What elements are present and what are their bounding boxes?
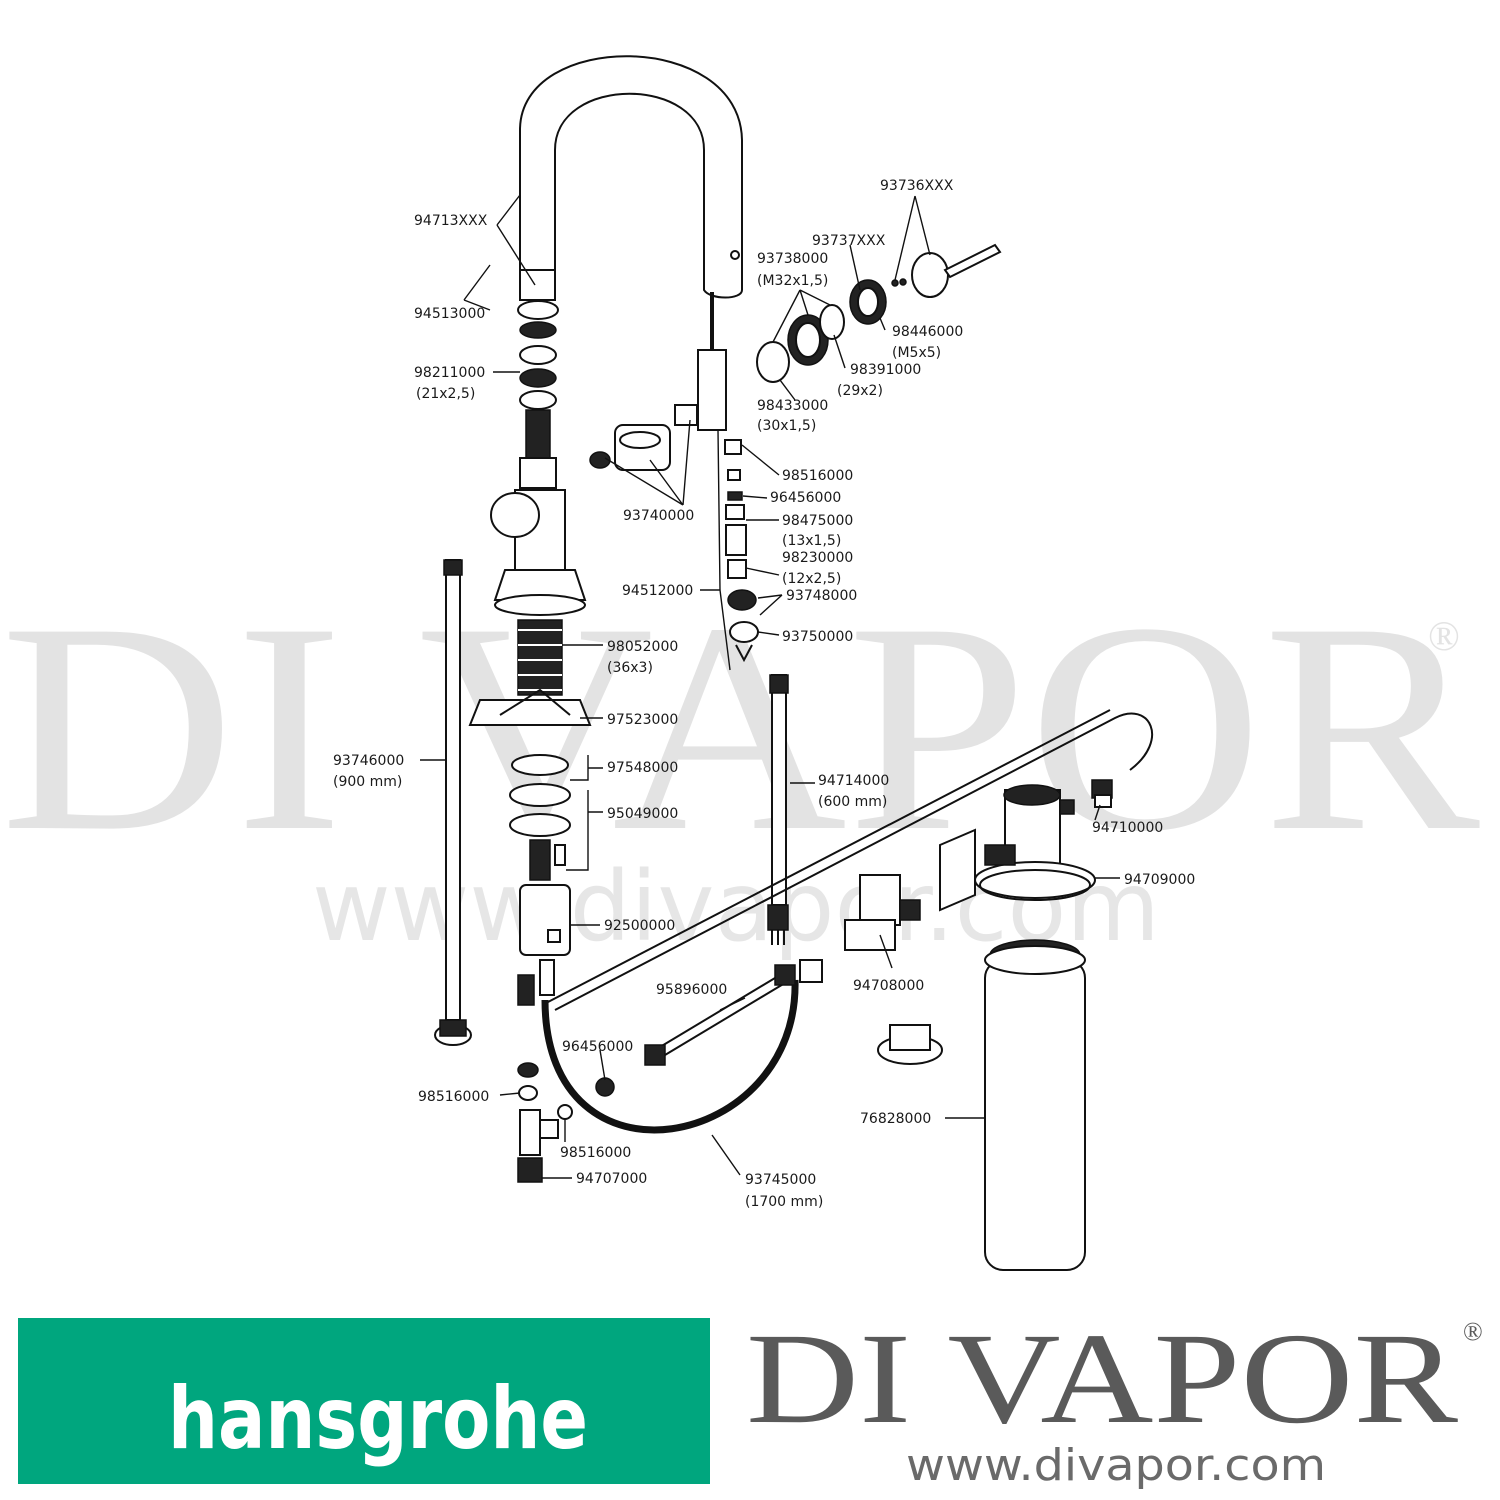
label-95049000: 95049000 (607, 806, 678, 822)
label-93736XXX: 93736XXX (880, 178, 954, 194)
label-98446000-size: (M5x5) (892, 345, 941, 361)
label-96456000-b: 96456000 (562, 1039, 633, 1055)
label-93745000: 93745000 (745, 1172, 816, 1188)
hansgrohe-logo-background (18, 1318, 710, 1484)
label-95896000: 95896000 (656, 982, 727, 998)
label-94709000: 94709000 (1124, 872, 1195, 888)
filter-cartridge-76828 (984, 939, 1086, 1271)
lever-assembly (756, 243, 1002, 383)
label-93740000: 93740000 (623, 508, 694, 524)
label-93746000-size: (900 mm) (333, 774, 402, 790)
divapor-logo: DI VAPOR ® www.divapor.com (746, 1307, 1483, 1491)
label-97548000: 97548000 (607, 760, 678, 776)
label-93738000: 93738000 (757, 251, 828, 267)
spout-94713 (519, 55, 743, 301)
o-ring-stack (517, 300, 559, 489)
label-98516000-a: 98516000 (782, 468, 853, 484)
filter-cap (877, 1024, 943, 1065)
mixer-body (490, 489, 587, 616)
label-94513000: 94513000 (414, 306, 485, 322)
valve-94708 (844, 874, 921, 951)
filter-head-94709 (939, 784, 1096, 912)
hansgrohe-logo-text: hansgrohe (168, 1369, 588, 1469)
body-studs (517, 959, 555, 1006)
watermark-registered: ® (1428, 614, 1460, 660)
label-98516000-c: 98516000 (560, 1145, 631, 1161)
label-98230000-size: (12x2,5) (782, 571, 841, 587)
label-94708000: 94708000 (853, 978, 924, 994)
part-labels: 94713XXX 94513000 98211000 (21x2,5) 9373… (333, 178, 1195, 1210)
label-93750000: 93750000 (782, 629, 853, 645)
hose-94714 (767, 674, 789, 945)
label-94714000: 94714000 (818, 773, 889, 789)
rod-93746 (434, 559, 472, 1046)
label-98516000-b: 98516000 (418, 1089, 489, 1105)
label-93748000: 93748000 (786, 588, 857, 604)
spray-hose-94512 (697, 292, 759, 663)
label-98211000-size: (21x2,5) (416, 386, 475, 402)
label-93745000-size: (1700 mm) (745, 1194, 823, 1210)
label-98391000-size: (29x2) (837, 383, 883, 399)
washers (509, 754, 571, 881)
flex-hose-95896 (644, 959, 823, 1066)
label-92500000: 92500000 (604, 918, 675, 934)
label-93737XXX: 93737XXX (812, 233, 886, 249)
label-93746000: 93746000 (333, 753, 404, 769)
label-98052000-size: (36x3) (607, 660, 653, 676)
label-94710000: 94710000 (1092, 820, 1163, 836)
divapor-logo-text: DI VAPOR (746, 1307, 1458, 1451)
label-98052000: 98052000 (607, 639, 678, 655)
label-93738000-size: (M32x1,5) (757, 273, 828, 289)
mounting-plate-97523 (468, 688, 592, 726)
label-76828000: 76828000 (860, 1111, 931, 1127)
cartridge-93740 (589, 404, 698, 471)
label-98475000: 98475000 (782, 513, 853, 529)
label-98391000: 98391000 (850, 362, 921, 378)
label-94714000-size: (600 mm) (818, 794, 887, 810)
hose-93745 (541, 979, 799, 1134)
label-98211000: 98211000 (414, 365, 485, 381)
label-98433000-size: (30x1,5) (757, 418, 816, 434)
divapor-registered: ® (1463, 1317, 1483, 1346)
tee-fitting-94707 (517, 1062, 615, 1183)
spring-hose-98052 (517, 619, 563, 696)
watermark-text: DI VAPOR (0, 561, 1482, 893)
label-94713XXX: 94713XXX (414, 213, 488, 229)
label-98475000-size: (13x1,5) (782, 533, 841, 549)
label-94512000: 94512000 (622, 583, 693, 599)
label-98433000: 98433000 (757, 398, 828, 414)
divapor-url: www.divapor.com (906, 1440, 1326, 1491)
filter-supply-line (547, 709, 1154, 1011)
elbow-94710 (1091, 779, 1113, 808)
weight-92500 (519, 884, 571, 956)
leader-lines (420, 194, 1120, 1179)
label-98230000: 98230000 (782, 550, 853, 566)
label-94707000: 94707000 (576, 1171, 647, 1187)
label-97523000: 97523000 (607, 712, 678, 728)
label-98446000: 98446000 (892, 324, 963, 340)
label-96456000-a: 96456000 (770, 490, 841, 506)
hansgrohe-logo: hansgrohe (18, 1318, 710, 1484)
